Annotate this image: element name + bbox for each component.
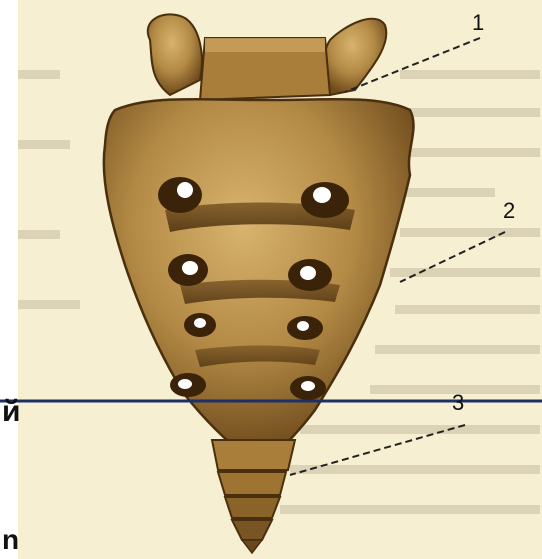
label-1: 1 [472,10,484,35]
left-superior-process [148,14,202,95]
label-3: 3 [452,390,464,415]
label-2: 2 [503,198,515,223]
left-edge-letter: й [2,395,20,428]
left-margin-panel [0,0,18,559]
right-superior-process [324,19,386,95]
left-edge-letter-bottom: n [2,524,19,555]
coccyx [212,440,295,553]
